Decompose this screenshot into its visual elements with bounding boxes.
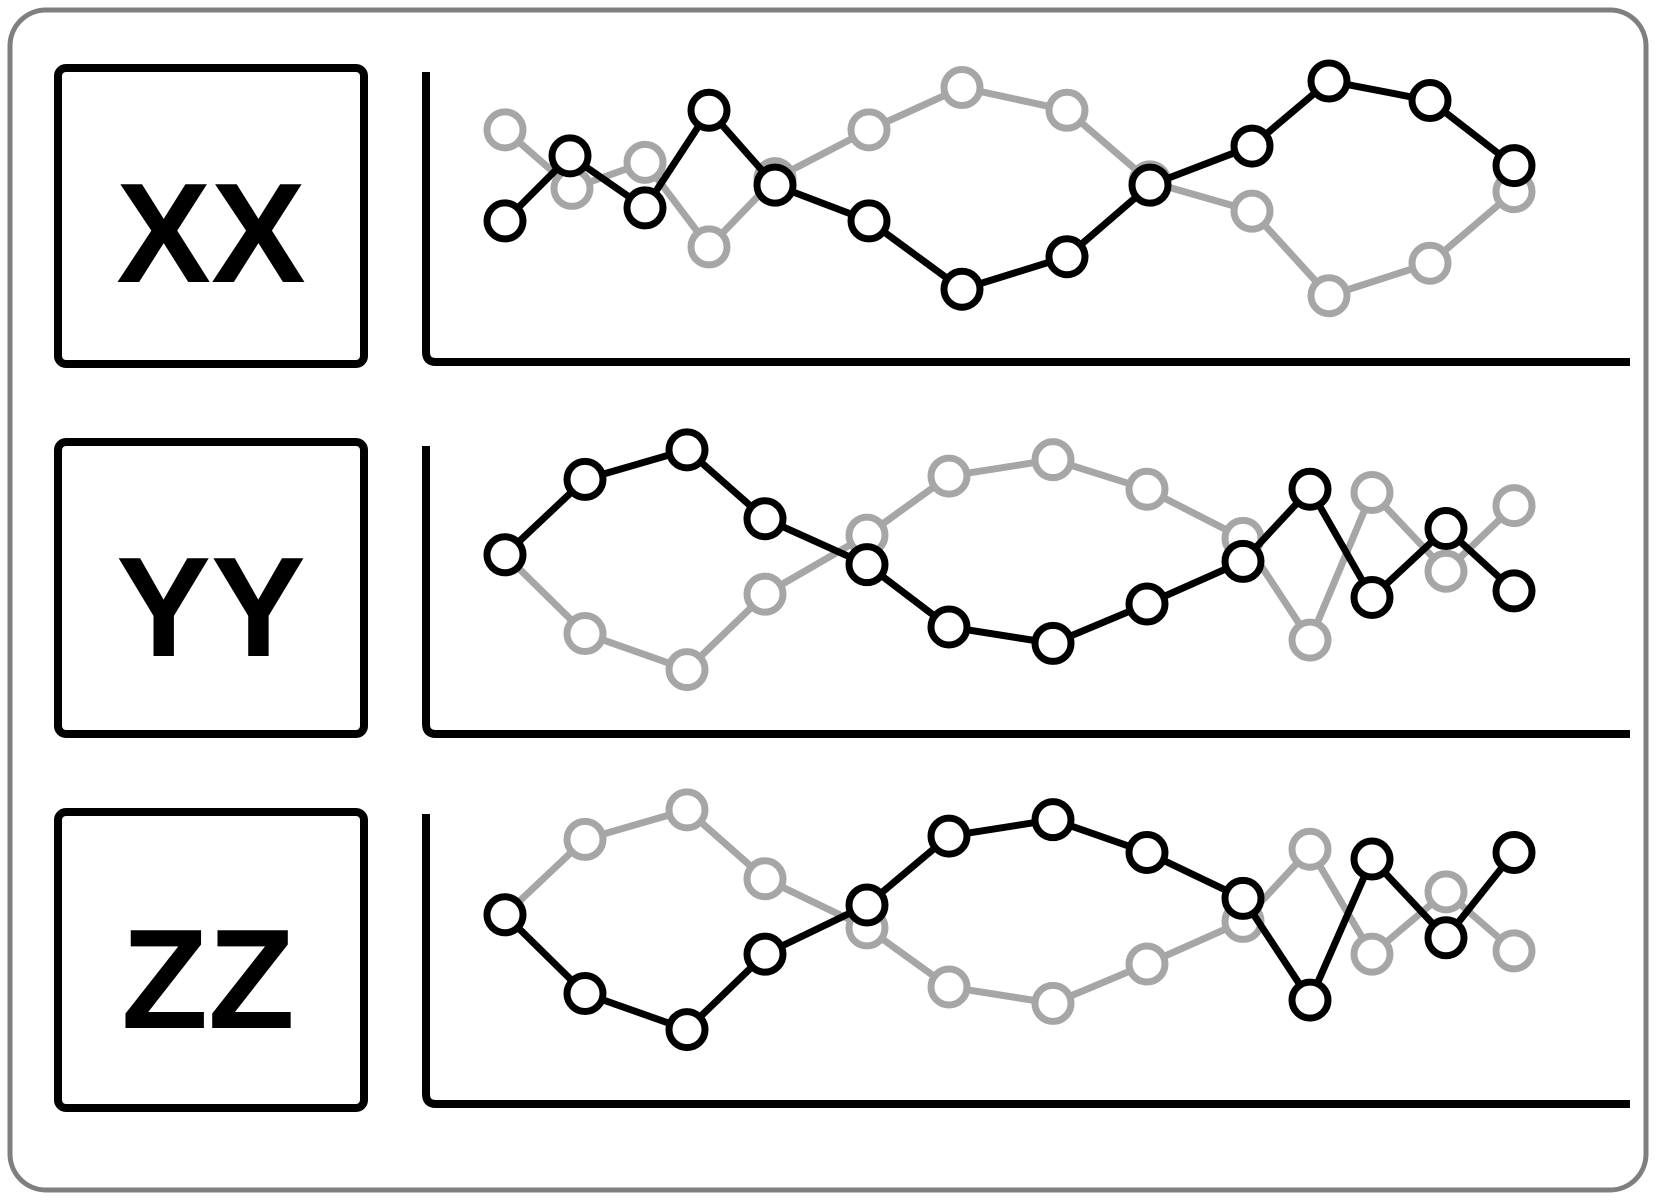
data-point-ink [483, 893, 527, 937]
data-point-ink [1424, 507, 1468, 551]
data-point-faded [743, 572, 787, 616]
data-point-ink [483, 533, 527, 577]
data-point-ink [1125, 582, 1169, 626]
data-point-ink [1045, 235, 1089, 279]
data-point-ink [563, 972, 607, 1016]
data-point-faded [1045, 88, 1089, 132]
data-point-ink [743, 932, 787, 976]
data-point-faded [927, 965, 971, 1009]
data-point-faded [665, 788, 709, 832]
data-point-faded [927, 454, 971, 498]
label-zz: ZZ [121, 900, 294, 1059]
data-point-ink [1492, 144, 1536, 188]
data-point-ink [665, 1008, 709, 1052]
plot-xx [483, 59, 1536, 318]
data-point-ink [753, 163, 797, 207]
data-point-faded [1408, 241, 1452, 285]
data-point-faded [1492, 484, 1536, 528]
data-point-faded [1424, 870, 1468, 914]
label-yy: YY [116, 528, 305, 687]
data-point-faded [743, 857, 787, 901]
data-point-ink [1492, 830, 1536, 874]
data-point-faded [563, 817, 607, 861]
data-point-ink [623, 186, 667, 230]
data-point-faded [1031, 981, 1075, 1025]
data-point-faded [1350, 932, 1394, 976]
data-point-faded [1492, 929, 1536, 973]
data-point-ink [845, 883, 889, 927]
data-point-faded [1288, 618, 1332, 662]
panel-row-zz: ZZ [54, 788, 1630, 1112]
data-point-faded [1288, 827, 1332, 871]
data-point-ink [1307, 59, 1351, 103]
data-point-ink [847, 199, 891, 243]
axes-xx [422, 72, 1630, 366]
data-point-faded [1125, 467, 1169, 511]
panel-row-xx: XX [54, 59, 1630, 368]
data-point-ink [687, 88, 731, 132]
data-point-faded [1230, 189, 1274, 233]
data-point-faded [1307, 274, 1351, 318]
data-point-ink [1288, 978, 1332, 1022]
label-xx: XX [116, 154, 305, 313]
data-point-ink [665, 428, 709, 472]
data-point-ink [1350, 837, 1394, 881]
data-point-ink [1221, 876, 1265, 920]
label-box-zz [54, 808, 368, 1112]
data-point-faded [847, 108, 891, 152]
data-point-ink [548, 134, 592, 178]
data-point-ink [940, 267, 984, 311]
axes-yy [422, 446, 1630, 738]
data-point-ink [927, 605, 971, 649]
data-point-ink [483, 199, 527, 243]
data-point-ink [927, 814, 971, 858]
data-point-ink [1492, 569, 1536, 613]
data-point-faded [1350, 470, 1394, 514]
plot-yy [483, 428, 1536, 692]
data-point-ink [743, 497, 787, 541]
data-point-ink [1128, 163, 1172, 207]
data-point-ink [1424, 916, 1468, 960]
data-point-ink [1230, 124, 1274, 168]
label-box-xx [54, 64, 368, 368]
data-point-faded [940, 66, 984, 110]
data-point-faded [1031, 438, 1075, 482]
data-point-ink [1408, 79, 1452, 123]
data-point-faded [1125, 942, 1169, 986]
axes-zz [422, 814, 1630, 1108]
data-point-faded [665, 648, 709, 692]
data-point-ink [1288, 467, 1332, 511]
data-point-faded [563, 612, 607, 656]
plot-zz [483, 788, 1536, 1052]
data-point-ink [563, 457, 607, 501]
data-point-faded [483, 108, 527, 152]
data-point-faded [623, 140, 667, 184]
data-point-ink [1125, 830, 1169, 874]
data-point-ink [1031, 621, 1075, 665]
data-point-faded [1424, 549, 1468, 593]
data-point-ink [1031, 798, 1075, 842]
data-point-ink [845, 543, 889, 587]
panel-row-yy: YY [54, 428, 1630, 738]
data-point-ink [1221, 539, 1265, 583]
data-point-faded [687, 225, 731, 269]
label-box-yy [54, 438, 368, 738]
data-point-ink [1350, 575, 1394, 619]
